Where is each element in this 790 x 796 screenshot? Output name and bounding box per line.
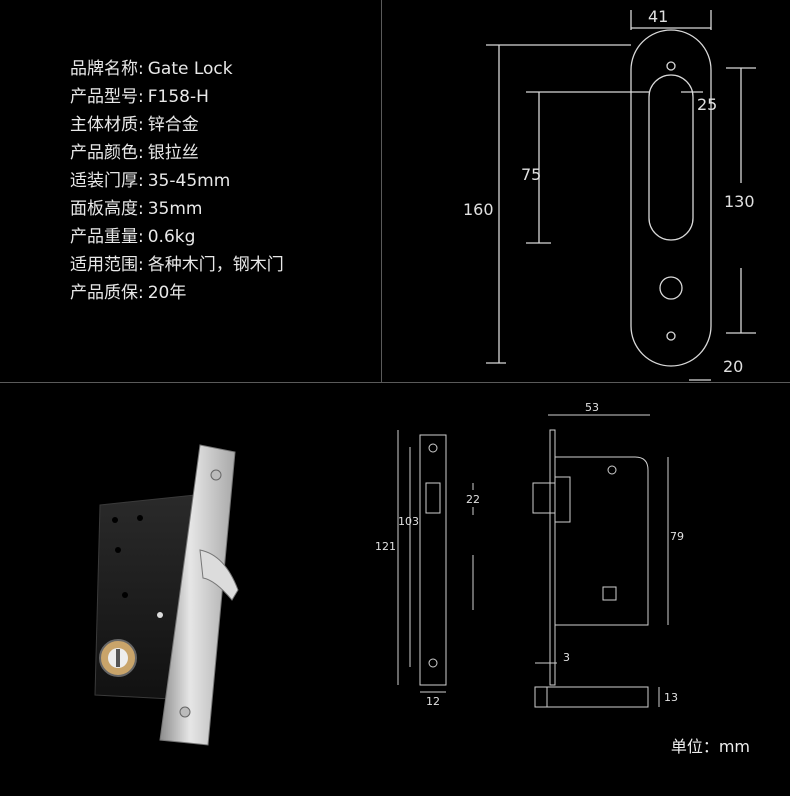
side-square-hole xyxy=(602,586,617,601)
key-hole xyxy=(659,276,683,300)
dim-20-label: 20 xyxy=(723,357,743,376)
dim-75-label: 75 xyxy=(521,165,541,184)
spec-row-model: 产品型号:F158-H xyxy=(70,83,284,111)
spec-label: 产品重量: xyxy=(70,227,144,247)
spec-value: 银拉丝 xyxy=(147,143,199,163)
side-bolt xyxy=(532,482,556,514)
spec-label: 品牌名称: xyxy=(70,59,144,79)
faceplate-screw-bottom xyxy=(179,706,191,718)
front-dim-103-label: 103 xyxy=(398,515,419,528)
spec-value: 35-45mm xyxy=(147,171,231,191)
spec-value: F158-H xyxy=(147,87,209,107)
body-screw xyxy=(157,612,163,618)
bottom-panel xyxy=(0,382,790,796)
spec-label: 主体材质: xyxy=(70,115,144,135)
side-body xyxy=(554,456,649,626)
dim-160-label: 160 xyxy=(463,200,494,219)
front-dim-12-label: 12 xyxy=(426,695,440,708)
spec-label: 产品型号: xyxy=(70,87,144,107)
bottom-profile-body xyxy=(546,686,649,708)
side-latch xyxy=(554,476,571,523)
lock-technical-drawing: 121 103 22 12 53 79 3 13 xyxy=(375,401,684,708)
faceplate xyxy=(159,444,236,746)
dim-130-label: 130 xyxy=(724,192,755,211)
spec-row-weight: 产品重量:0.6kg xyxy=(70,223,284,251)
body-screw xyxy=(137,515,143,521)
dim-41-label: 41 xyxy=(648,7,668,26)
front-screw-top xyxy=(428,443,438,453)
spec-label: 产品颜色: xyxy=(70,143,144,163)
screw-hole-top xyxy=(666,61,676,71)
unit-label: 单位：mm xyxy=(670,737,750,756)
front-dim-22-label: 22 xyxy=(466,493,480,506)
lock-photo xyxy=(94,444,239,746)
front-faceplate xyxy=(419,434,447,686)
handle-recess xyxy=(648,74,694,241)
spec-list: 品牌名称:Gate Lock 产品型号:F158-H 主体材质:锌合金 产品颜色… xyxy=(70,55,284,307)
spec-label: 面板高度: xyxy=(70,199,144,219)
side-plate xyxy=(549,429,556,686)
spec-row-application: 适用范围:各种木门，钢木门 xyxy=(70,251,284,279)
body-screw xyxy=(112,517,118,523)
spec-value: 各种木门，钢木门 xyxy=(147,255,284,275)
side-dim-79-label: 79 xyxy=(670,530,684,543)
spec-row-warranty: 产品质保:20年 xyxy=(70,279,284,307)
spec-label: 适用范围: xyxy=(70,255,144,275)
side-dim-3-label: 3 xyxy=(563,651,570,664)
faceplate-screw-top xyxy=(210,469,222,481)
spec-value: 锌合金 xyxy=(147,115,199,135)
bottom-profile-plate xyxy=(534,686,548,708)
front-screw-bottom xyxy=(428,658,438,668)
front-latch-slot xyxy=(425,482,441,514)
dim-25-label: 25 xyxy=(697,95,717,114)
spec-row-color: 产品颜色:银拉丝 xyxy=(70,139,284,167)
spec-row-door-thickness: 适装门厚:35-45mm xyxy=(70,167,284,195)
spec-row-material: 主体材质:锌合金 xyxy=(70,111,284,139)
spec-row-panel-height: 面板高度:35mm xyxy=(70,195,284,223)
spec-value: Gate Lock xyxy=(147,59,233,79)
spec-value: 20年 xyxy=(147,283,187,303)
bottom-dim-13-label: 13 xyxy=(664,691,678,704)
spec-value: 35mm xyxy=(147,199,203,219)
body-screw xyxy=(115,547,121,553)
body-screw xyxy=(122,592,128,598)
spec-label: 适装门厚: xyxy=(70,171,144,191)
handle-dimension-drawing: 41 25 75 160 130 20 xyxy=(463,7,756,381)
front-dim-121-label: 121 xyxy=(375,540,396,553)
side-screw xyxy=(607,465,617,475)
hook-latch xyxy=(199,549,239,601)
spec-value: 0.6kg xyxy=(147,227,196,247)
spec-label: 产品质保: xyxy=(70,283,144,303)
handle-outline xyxy=(630,29,712,367)
spec-row-brand: 品牌名称:Gate Lock xyxy=(70,55,284,83)
cylinder-keyway xyxy=(116,649,120,667)
side-dim-53-label: 53 xyxy=(585,401,599,414)
screw-hole-bottom xyxy=(666,331,676,341)
